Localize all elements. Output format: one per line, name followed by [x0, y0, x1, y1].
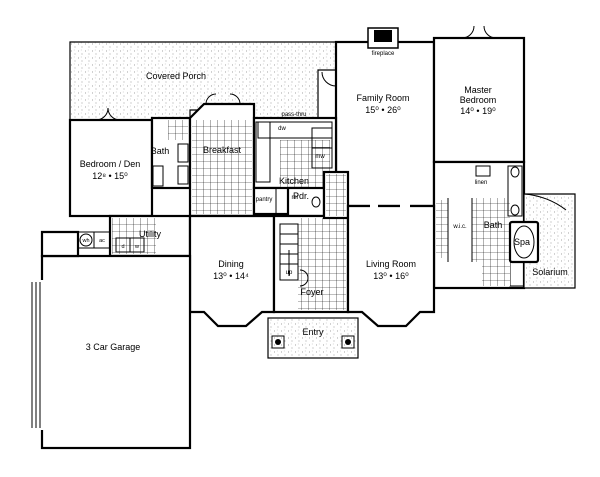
master-bedroom-label-1: Master	[464, 85, 492, 95]
pantry-label: pantry	[256, 197, 273, 203]
fireplace-label: fireplace	[372, 51, 395, 57]
kitchen-label: Kitchen	[279, 176, 309, 186]
master-bedroom	[432, 36, 526, 164]
ref-label: ref	[291, 195, 298, 201]
kitchen	[252, 116, 338, 190]
living-room	[346, 204, 436, 328]
entry	[267, 317, 359, 359]
family-room-dims: 15⁰ • 26⁰	[365, 105, 401, 115]
master-bedroom-dims: 14⁰ • 19⁰	[460, 106, 496, 116]
master-door-left	[461, 25, 475, 39]
wic-label: w.i.c.	[452, 224, 467, 230]
dryer-label: d	[121, 244, 124, 250]
breakfast	[188, 93, 256, 218]
entry-label: Entry	[302, 327, 324, 337]
ac-label: ac	[99, 238, 105, 244]
bedroom-den-label: Bedroom / Den	[80, 159, 141, 169]
spa-label: Spa	[514, 237, 530, 247]
garage-label: 3 Car Garage	[86, 342, 141, 352]
garage	[31, 230, 192, 450]
fireplace-icon	[367, 27, 399, 49]
living-room-label: Living Room	[366, 259, 416, 269]
master-bath-label: Bath	[484, 220, 503, 230]
dw-label: dw	[278, 126, 286, 132]
stairs-up-label: up	[286, 270, 293, 276]
linen-label: linen	[475, 180, 488, 186]
foyer-tile-strip	[322, 170, 350, 220]
utility-label: Utility	[139, 229, 161, 239]
solarium-label: Solarium	[532, 267, 568, 277]
bath-left-label: Bath	[151, 146, 170, 156]
bedroom-den-dims: 12⁸ • 15⁰	[92, 171, 128, 181]
dining-label: Dining	[218, 259, 244, 269]
covered-porch-label: Covered Porch	[146, 71, 206, 81]
master-door-right	[483, 25, 497, 39]
breakfast-label: Breakfast	[203, 145, 242, 155]
pantry-block	[252, 186, 326, 218]
utility	[77, 214, 192, 258]
wh-label: wh	[81, 238, 89, 244]
foyer	[272, 214, 350, 314]
family-room	[334, 40, 436, 208]
dining-dims: 13⁰ • 14⁴	[213, 271, 249, 281]
foyer-label: Foyer	[300, 287, 323, 297]
living-room-dims: 13⁰ • 16⁰	[373, 271, 409, 281]
bath-left	[150, 116, 192, 190]
mw-label: mw	[315, 154, 325, 160]
family-room-label: Family Room	[356, 93, 409, 103]
pdr-label: Pdr.	[293, 191, 309, 201]
family-porch-door	[321, 71, 337, 87]
solarium	[508, 193, 576, 289]
master-bedroom-label-2: Bedroom	[460, 95, 497, 105]
washer-label: w	[134, 244, 139, 250]
pass-thru-label: pass-thru	[281, 112, 306, 118]
